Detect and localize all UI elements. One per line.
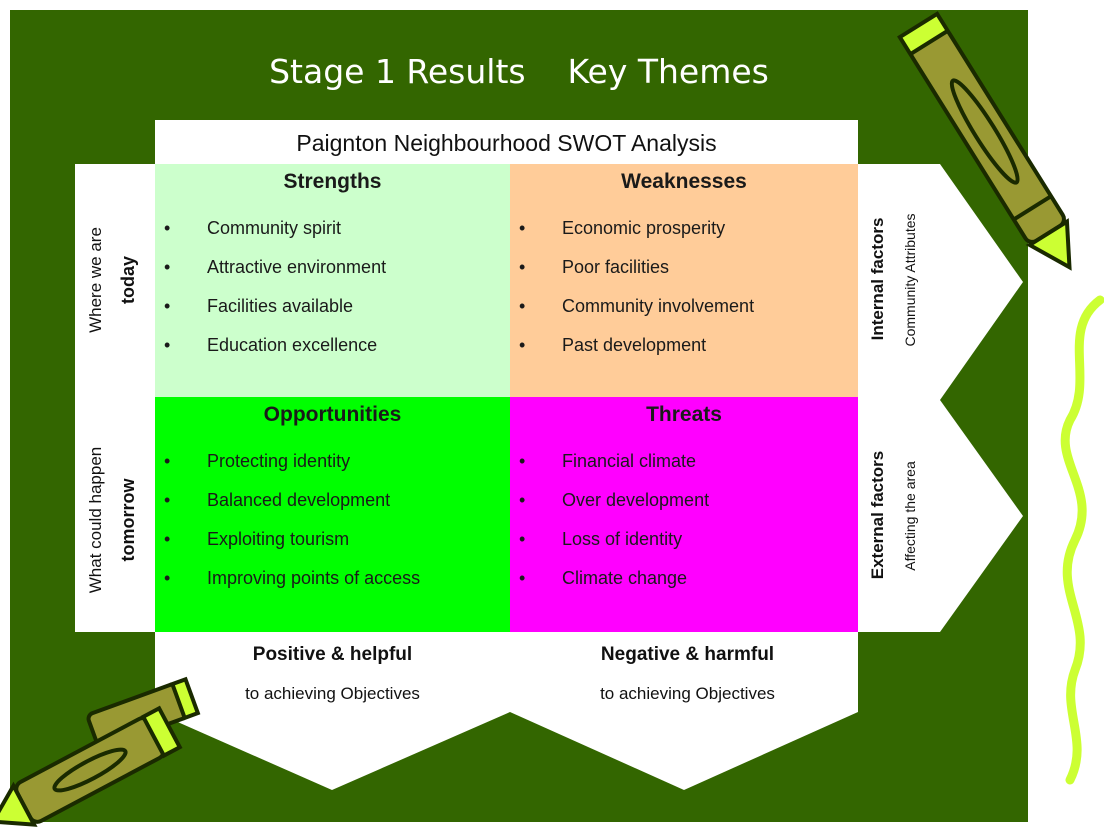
list-item-text: Financial climate xyxy=(562,451,697,471)
list-item: • Protecting identity xyxy=(155,447,510,486)
list-item-text: Education excellence xyxy=(207,335,378,355)
list-item: • Facilities available xyxy=(155,292,510,331)
list-item-text: Improving points of access xyxy=(207,568,421,588)
list-item-text: Exploiting tourism xyxy=(207,529,350,549)
list-item: • Poor facilities xyxy=(510,253,858,292)
bottom-arrow-left xyxy=(155,632,510,790)
left-label-panel xyxy=(75,164,155,632)
list-item-text: Balanced development xyxy=(207,490,391,510)
bottom-label-right-sub: to achieving Objectives xyxy=(600,684,775,703)
bullet: • xyxy=(164,296,171,316)
bullet: • xyxy=(164,218,171,238)
list-item: • Financial climate xyxy=(510,447,858,486)
list-item: • Over development xyxy=(510,486,858,525)
threats-heading: Threats xyxy=(646,403,722,426)
list-item-text: Climate change xyxy=(562,568,688,588)
list-item: • Economic prosperity xyxy=(510,214,858,253)
list-item: • Education excellence xyxy=(155,331,510,370)
quadrant-strengths: Strengths • Community spirit • Attractive … xyxy=(155,164,510,397)
quadrant-weaknesses: Weaknesses • Economic prosperity • Poor fa… xyxy=(510,164,858,397)
list-item-text: Facilities available xyxy=(207,296,354,316)
bottom-label-right-bold: Negative & harmful xyxy=(600,644,775,665)
bullet: • xyxy=(164,451,171,471)
list-item-text: Over development xyxy=(562,490,710,510)
bullet: • xyxy=(519,218,526,238)
list-item-text: Attractive environment xyxy=(207,257,387,277)
bullet: • xyxy=(519,451,526,471)
list-item-text: Loss of identity xyxy=(562,529,683,549)
weaknesses-list: • Economic prosperity • Poor facilities • C… xyxy=(510,214,858,370)
right-arrow-lower xyxy=(858,400,1023,632)
list-item-text: Past development xyxy=(562,335,707,355)
bullet: • xyxy=(164,490,171,510)
list-item: • Exploiting tourism xyxy=(155,525,510,564)
list-item: • Community spirit xyxy=(155,214,510,253)
opportunities-list: • Protecting identity • Balanced developme… xyxy=(155,447,510,603)
bottom-arrow-right xyxy=(510,632,858,790)
bullet: • xyxy=(164,257,171,277)
right-arrow-upper xyxy=(858,164,1023,400)
bullet: • xyxy=(519,529,526,549)
squiggle-line-icon xyxy=(1060,295,1104,785)
strengths-list: • Community spirit • Attractive environmen… xyxy=(155,214,510,370)
threats-list: • Financial climate • Over development • Lo… xyxy=(510,447,858,603)
list-item: • Past development xyxy=(510,331,858,370)
crayon-bottom-left-2-icon xyxy=(0,705,183,827)
bullet: • xyxy=(164,568,171,588)
quadrant-threats: Threats • Financial climate • Over develop… xyxy=(510,397,858,632)
opportunities-heading: Opportunities xyxy=(263,403,402,426)
list-item-text: Poor facilities xyxy=(562,257,670,277)
bottom-label-left-bold: Positive & helpful xyxy=(252,644,413,665)
list-item: • Climate change xyxy=(510,564,858,603)
bullet: • xyxy=(519,257,526,277)
strengths-heading: Strengths xyxy=(283,170,382,193)
weaknesses-heading: Weaknesses xyxy=(621,170,747,193)
bullet: • xyxy=(519,490,526,510)
bullet: • xyxy=(164,529,171,549)
list-item: • Balanced development xyxy=(155,486,510,525)
bullet: • xyxy=(164,335,171,355)
subtitle-banner xyxy=(155,120,858,166)
crayon-top-right-icon xyxy=(897,11,1072,271)
bullet: • xyxy=(519,335,526,355)
slide-title: Stage 1 Results Key Themes xyxy=(269,52,769,91)
list-item-text: Protecting identity xyxy=(207,451,351,471)
list-item-text: Economic prosperity xyxy=(562,218,726,238)
bullet: • xyxy=(519,568,526,588)
quadrant-opportunities: Opportunities • Protecting identity • Bala… xyxy=(155,397,510,632)
bullet: • xyxy=(519,296,526,316)
swot-subtitle: Paignton Neighbourhood SWOT Analysis xyxy=(296,130,717,156)
bottom-label-left-sub: to achieving Objectives xyxy=(245,684,420,703)
list-item: • Community involvement xyxy=(510,292,858,331)
list-item: • Improving points of access xyxy=(155,564,510,603)
list-item-text: Community involvement xyxy=(562,296,755,316)
list-item: • Attractive environment xyxy=(155,253,510,292)
list-item-text: Community spirit xyxy=(207,218,342,238)
list-item: • Loss of identity xyxy=(510,525,858,564)
